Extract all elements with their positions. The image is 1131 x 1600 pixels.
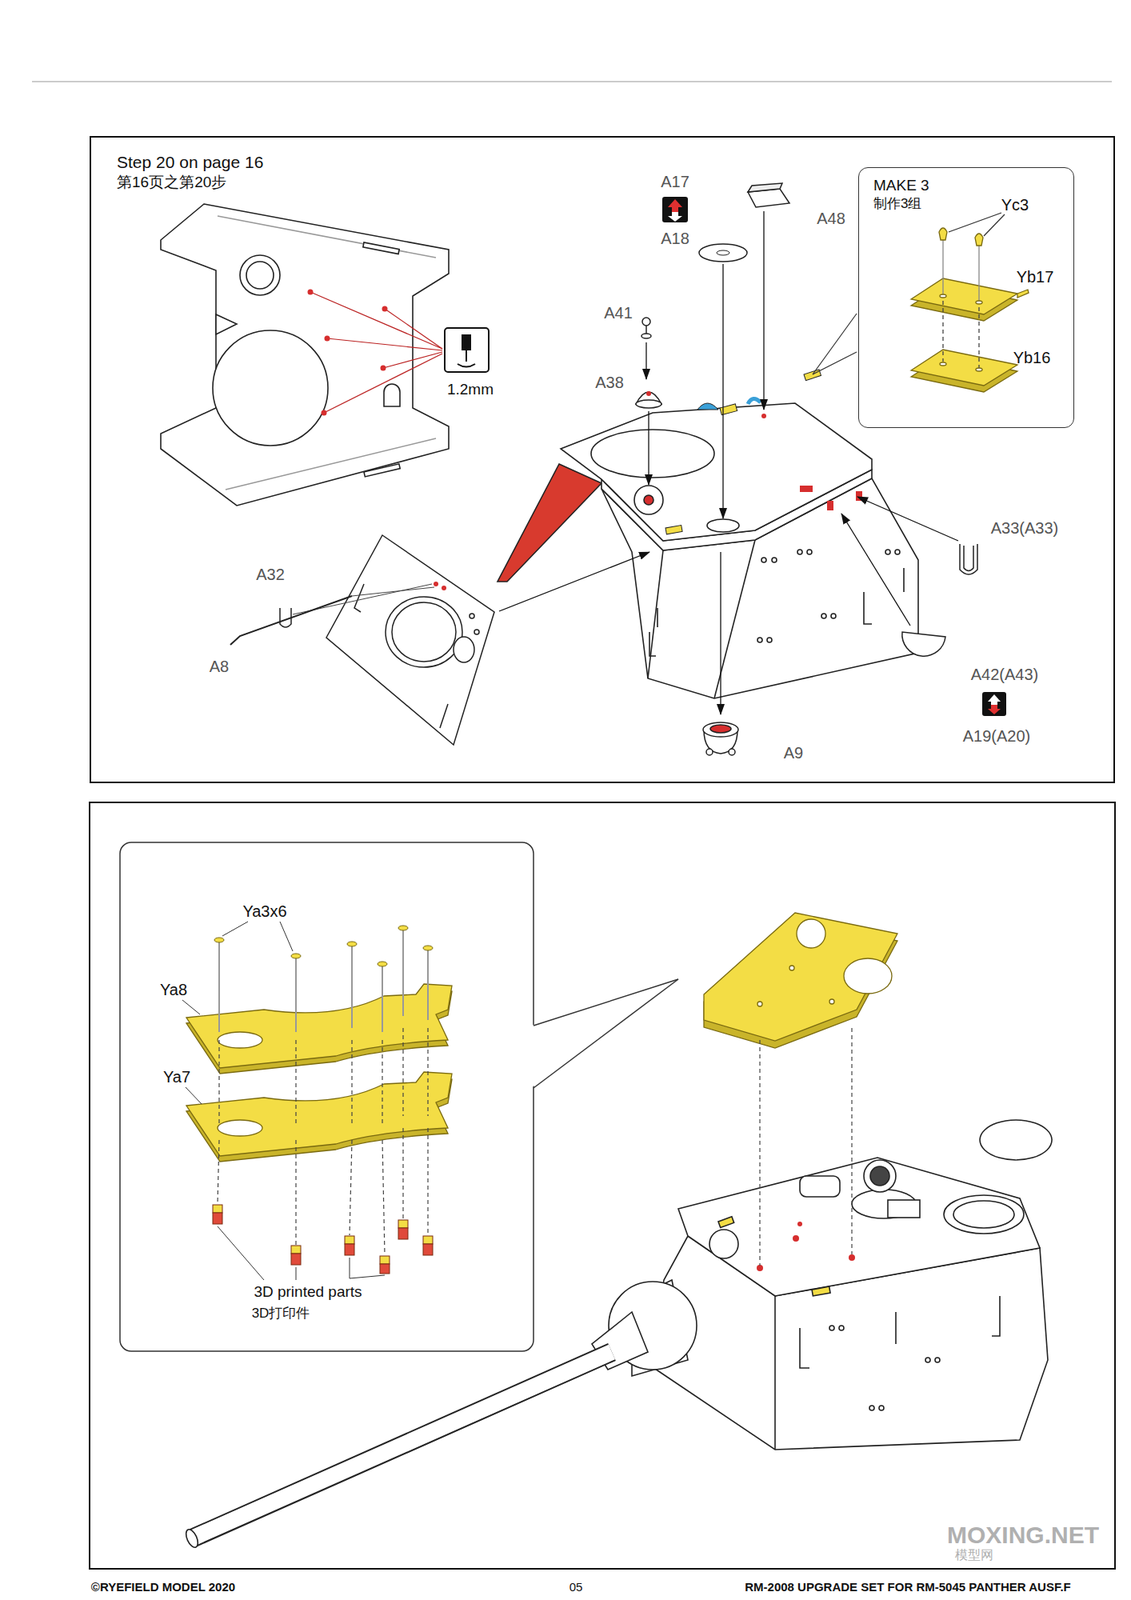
part-number: A18 [660,229,690,248]
part-number: A8 [209,657,229,676]
part-number: A33(A33) [991,519,1060,538]
page-number: 05 [569,1579,584,1594]
box-heading: MAKE 3 [873,175,930,196]
watermark: 模型网 [955,1547,994,1563]
pe-plates [186,983,452,1162]
drill-holes [307,289,388,416]
part-number: A17 [660,172,690,192]
part-a9 [703,551,739,756]
drill-symbol [444,327,489,372]
step-panel: Step 20 on page 16第16页之第20步 MAKE 3制作3组 [89,135,1116,784]
pe-part-number: Ya8 [159,980,188,1000]
side-hatch-plate [230,535,650,745]
pe-part-number: Yb16 [1013,348,1052,368]
part-a41-a38 [635,317,662,485]
inset-frame [119,842,679,1351]
part-a33 [857,496,978,575]
part-a48 [747,183,790,410]
copyright: ©RYEFIELD MODEL 2020 [91,1579,236,1594]
part-number: A19(A20) [963,727,1032,746]
drill-leaders [310,291,443,413]
part-a42 [841,513,946,656]
big-pe-plate [703,912,898,1266]
watermark: MOXING.NET [947,1521,1100,1550]
pe-part-number: Ya7 [163,1067,191,1087]
box-subheading: 制作3组 [873,195,930,212]
make3-parts [812,212,1029,392]
part-a19-icon [982,691,1007,716]
dimension: 1.2mm [447,380,494,399]
part-number: A42(A43) [971,665,1040,684]
part-number: A48 [816,209,846,228]
roof-underside-plate [160,203,449,506]
pe-part-number: Yc3 [1001,195,1029,215]
page-rule [31,80,1112,83]
turret-body [497,403,919,699]
bottom-turret [183,1119,1052,1549]
part-number: A32 [255,565,285,584]
panel-frame [89,802,1116,1569]
part-number: A38 [595,373,624,392]
note: 3D打印件 [251,1305,311,1322]
make-inset: MAKE 3制作3组 [858,167,1075,428]
part-number: A9 [783,743,804,763]
pe-part-number: Ya3x6 [242,902,287,921]
pins-and-parts [182,921,433,1280]
pe-part-number: Yb17 [1016,267,1055,287]
product-code: RM-2008 UPGRADE SET FOR RM-5045 PANTHER … [744,1579,1072,1594]
part-number: A41 [603,303,633,323]
box-heading: Step 20 on page 16 [116,151,264,173]
box-subheading: 第16页之第20步 [116,172,264,192]
note: 3D printed parts [253,1282,362,1301]
